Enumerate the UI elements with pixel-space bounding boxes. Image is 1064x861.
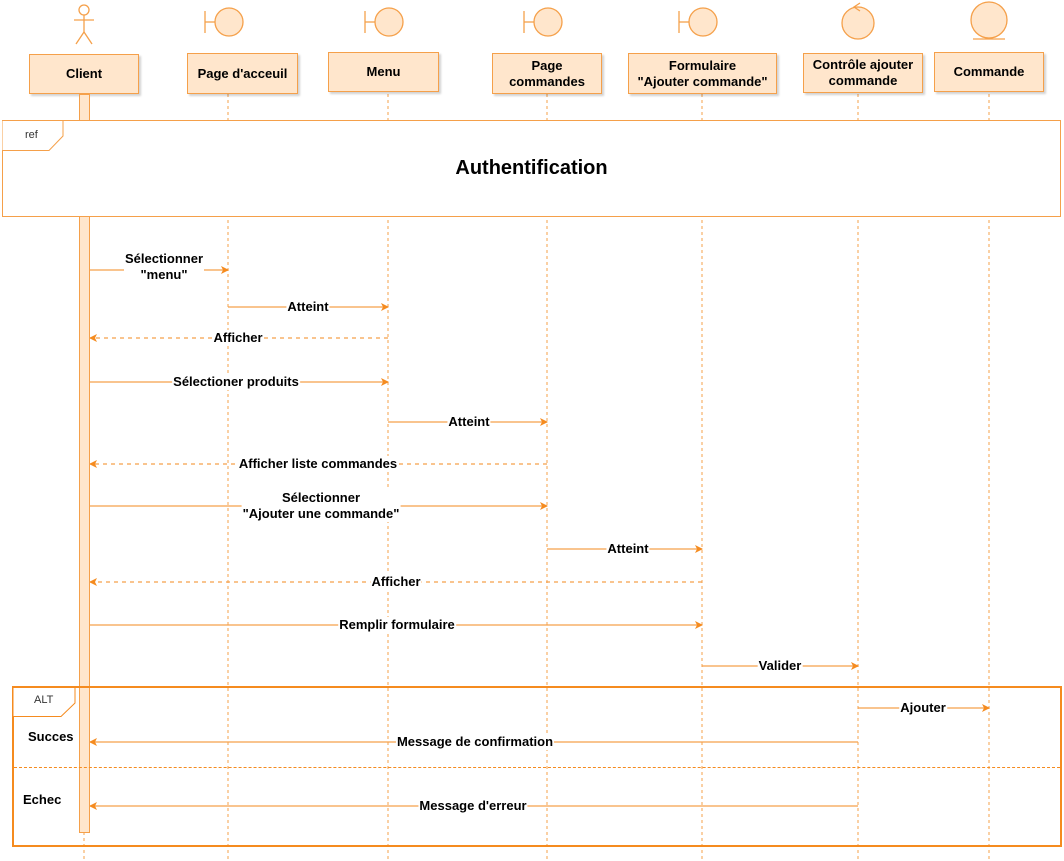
message-label-2: Atteint bbox=[286, 299, 330, 315]
alt-guard-echec: Echec bbox=[23, 792, 62, 807]
ref-title: Authentification bbox=[455, 157, 608, 179]
alt-tag-shape bbox=[13, 687, 76, 717]
control-icon bbox=[841, 2, 875, 40]
actor-icon bbox=[74, 4, 94, 45]
message-label-1: Sélectionner "menu" bbox=[123, 251, 205, 283]
message-label-12: Ajouter bbox=[899, 700, 947, 716]
alt-guard-succes: Succes bbox=[28, 729, 74, 744]
message-label-7: Sélectionner "Ajouter une commande" bbox=[241, 490, 401, 522]
lifeline-box-commandes: Page commandes bbox=[492, 53, 602, 94]
alt-tag-label: ALT bbox=[34, 694, 54, 706]
message-label-14: Message d'erreur bbox=[418, 798, 528, 814]
message-label-6: Afficher liste commandes bbox=[237, 456, 399, 472]
message-label-11: Valider bbox=[757, 658, 803, 674]
lifeline-box-accueil: Page d'acceuil bbox=[187, 53, 298, 94]
message-label-10: Remplir formulaire bbox=[338, 617, 456, 633]
message-label-3: Afficher bbox=[212, 330, 264, 346]
message-label-8: Atteint bbox=[606, 541, 650, 557]
lifeline-box-commande: Commande bbox=[934, 52, 1044, 92]
lifeline-box-formulaire: Formulaire "Ajouter commande" bbox=[628, 53, 777, 94]
alt-separator bbox=[14, 767, 1060, 768]
message-label-9: Afficher bbox=[370, 574, 422, 590]
ref-tag-shape bbox=[2, 120, 64, 151]
boundary-icon bbox=[523, 7, 563, 37]
lifeline-box-controle: Contrôle ajouter commande bbox=[803, 53, 923, 93]
entity-icon bbox=[970, 1, 1008, 40]
boundary-icon bbox=[204, 7, 244, 37]
boundary-icon bbox=[364, 7, 404, 37]
message-label-4: Sélectioner produits bbox=[172, 374, 300, 390]
ref-tag-label: ref bbox=[25, 129, 38, 141]
message-label-13: Message de confirmation bbox=[395, 734, 555, 750]
lifeline-box-menu: Menu bbox=[328, 52, 439, 92]
lifeline-box-client: Client bbox=[29, 54, 139, 94]
client-activation-bar bbox=[79, 94, 90, 833]
message-label-5: Atteint bbox=[447, 414, 491, 430]
boundary-icon bbox=[678, 7, 718, 37]
